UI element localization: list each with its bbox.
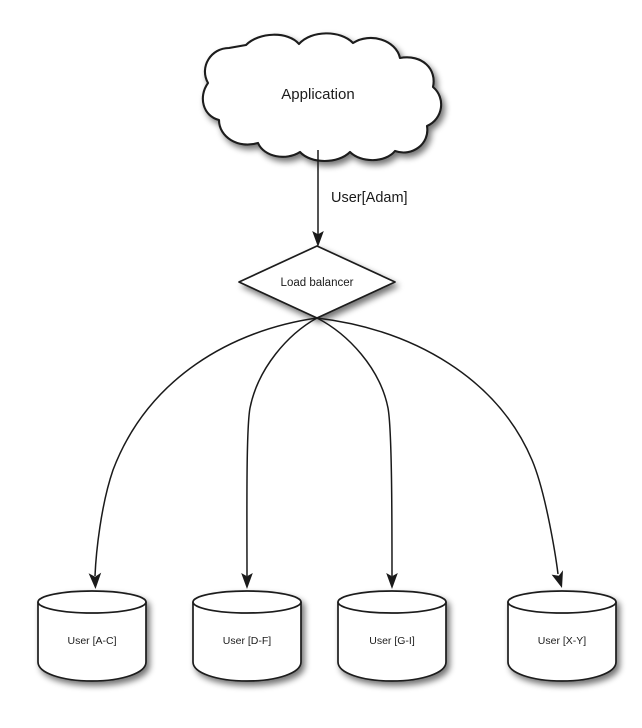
cylinder-top-3 [337, 590, 447, 614]
load-balancer-label: Load balancer [281, 277, 354, 289]
edge-curve-1 [94, 317, 318, 577]
cylinder-body-3 [337, 601, 447, 682]
database-group: User [A-C] User [D-F] User [G-I] User [X… [37, 590, 617, 682]
arrowhead-to-database-2 [241, 573, 253, 589]
edge-to-database-4 [316, 317, 563, 588]
arrowhead-to-load-balancer [312, 231, 324, 247]
edge-to-database-1 [88, 317, 318, 589]
database-label-1: User [A-C] [67, 635, 116, 647]
database-label-3: User [G-I] [369, 635, 415, 647]
node-database-3[interactable]: User [G-I] [337, 590, 447, 682]
edge-label-user-adam: User[Adam] [331, 190, 408, 206]
edge-to-database-3 [316, 317, 398, 589]
database-label-2: User [D-F] [223, 635, 271, 647]
edge-to-database-2 [241, 317, 318, 589]
arrowhead-to-database-4 [551, 570, 563, 588]
cylinder-top-1 [37, 590, 147, 614]
edge-curve-4 [316, 317, 559, 575]
cylinder-body-4 [507, 601, 617, 682]
arrowhead-to-database-1 [88, 572, 102, 589]
cylinder-body-2 [192, 601, 302, 682]
node-database-2[interactable]: User [D-F] [192, 590, 302, 682]
node-application-cloud[interactable]: Application [201, 32, 443, 163]
edge-curve-2 [246, 317, 318, 577]
edge-group-load-balancer-to-databases [88, 317, 563, 589]
cylinder-top-2 [192, 590, 302, 614]
cloud-label: Application [281, 86, 354, 103]
database-label-4: User [X-Y] [538, 635, 587, 647]
edge-application-to-load-balancer: User[Adam] [312, 150, 408, 247]
cylinder-top-4 [507, 590, 617, 614]
cylinder-body-1 [37, 601, 147, 682]
node-database-1[interactable]: User [A-C] [37, 590, 147, 682]
arrowhead-to-database-3 [386, 573, 398, 589]
edge-curve-3 [316, 317, 393, 577]
node-load-balancer[interactable]: Load balancer [238, 245, 396, 319]
node-database-4[interactable]: User [X-Y] [507, 590, 617, 682]
cloud-shape [201, 32, 443, 163]
